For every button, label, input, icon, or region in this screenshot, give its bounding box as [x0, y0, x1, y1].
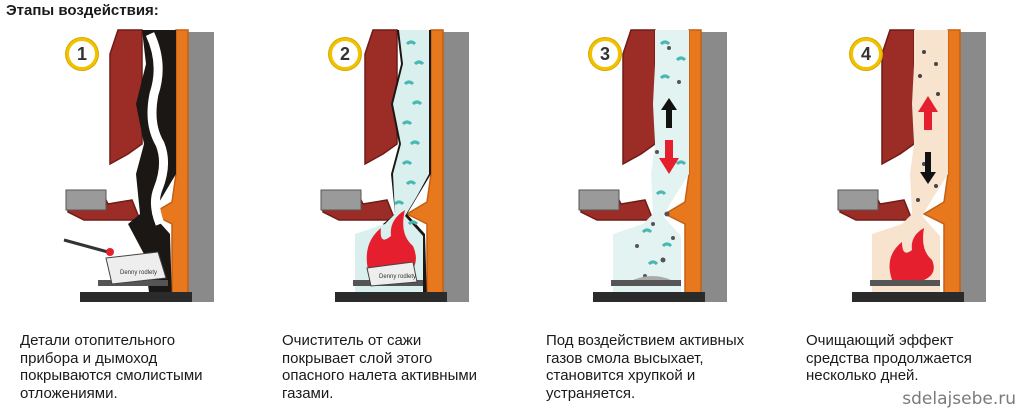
caption-line: Очищающий эффект	[806, 332, 954, 349]
grate	[98, 280, 168, 286]
fire-icon	[366, 210, 416, 276]
caption-line: Детали отопительного	[20, 332, 176, 349]
packet-label: Denny rodlety	[379, 274, 416, 280]
stage-1-caption: Детали отопительного прибора и дымоход п…	[20, 332, 260, 402]
fire-icon	[889, 228, 934, 280]
grate-base	[80, 292, 192, 302]
stage-2-panel: Denny rodlety 2	[295, 24, 545, 324]
caption-line: отложениями.	[20, 384, 118, 402]
match-head	[106, 248, 114, 256]
arrows-icon	[918, 96, 938, 184]
stage-3-caption: Под воздействием активных газов смола вы…	[546, 332, 786, 402]
brick-chimney-left	[109, 29, 143, 166]
fireplace-stage-4-illustration	[837, 29, 986, 302]
fireplace-stage-1-illustration: Denny rodlety	[63, 29, 214, 302]
caption-line: несколько дней.	[806, 367, 919, 384]
clean-flue	[872, 30, 948, 300]
arrows-icon	[659, 98, 679, 174]
stage-number-badge: 3	[589, 38, 621, 70]
caption-line: покрывает слой этого	[282, 349, 433, 367]
fireplace-stage-2-illustration: Denny rodlety	[320, 29, 469, 302]
stage-number-badge: 4	[850, 38, 882, 70]
caption-line: средства продолжается	[806, 349, 972, 367]
soot-flakes	[916, 50, 940, 202]
caption-line: газов смола высыхает,	[546, 349, 704, 367]
wall	[188, 32, 214, 302]
gas-particles	[641, 40, 687, 266]
soot-deposit	[128, 30, 176, 300]
caption-line: покрываются смолистыми	[20, 367, 203, 384]
stage-2-caption: Очиститель от сажи покрывает слой этого …	[282, 332, 522, 402]
caption-line: Под воздействием активных	[546, 332, 745, 349]
packet-label: Denny rodlety	[120, 270, 157, 276]
fireplace-stage-3-illustration	[578, 29, 727, 302]
stage-3-panel: 3	[553, 24, 803, 324]
flue-gap	[145, 32, 168, 226]
stage-1-panel: Denny rodlety 1	[40, 24, 290, 324]
orange-wall-right	[150, 29, 189, 301]
stage-4-caption: Очищающий эффект средства продолжается н…	[806, 332, 1016, 385]
match-icon	[63, 238, 109, 254]
caption-line: газами.	[282, 384, 334, 402]
stage-number-badge: 2	[329, 38, 361, 70]
cleaner-packet	[105, 251, 167, 285]
active-gas-cloud	[355, 30, 429, 300]
watermark: sdelajsebe.ru	[902, 389, 1016, 409]
mantel	[65, 189, 107, 211]
gas-particles	[393, 40, 425, 240]
caption-line: прибора и дымоход	[20, 349, 158, 367]
stage-4-panel: 4	[812, 24, 1024, 324]
page-title: Этапы воздействия:	[6, 2, 159, 19]
caption-line: Очиститель от сажи	[282, 332, 422, 349]
stage-number-badge: 1	[66, 38, 98, 70]
caption-line: опасного налета активными	[282, 367, 478, 384]
caption-line: устраняется.	[546, 384, 636, 402]
ash-pile	[633, 276, 671, 280]
caption-line: становится хрупкой и	[546, 367, 696, 384]
